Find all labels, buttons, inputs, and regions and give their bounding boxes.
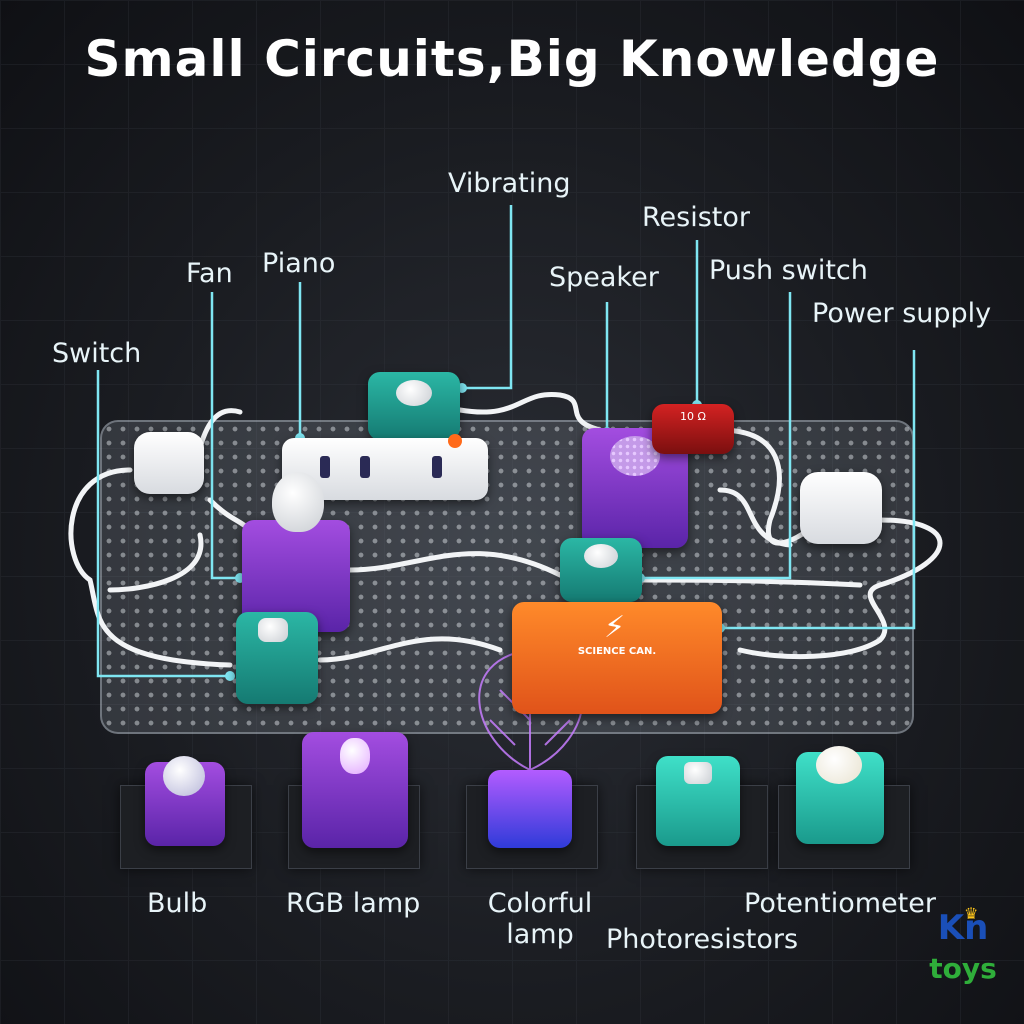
logo-line2: toys — [929, 952, 997, 985]
logo-line1: Kn — [937, 908, 989, 948]
callout-lines — [96, 205, 916, 678]
photoresistor-module — [656, 756, 740, 846]
battery-pack: ⚡ SCIENCE CAN. — [512, 602, 722, 714]
label-piano: Piano — [262, 248, 336, 279]
resistor-module: 10 Ω — [652, 404, 734, 454]
label-fan: Fan — [186, 258, 233, 289]
wire-connector — [800, 472, 882, 544]
white-wires — [68, 391, 943, 668]
potentiometer-module — [796, 746, 884, 844]
motor-cap — [396, 380, 432, 406]
label-resistor: Resistor — [642, 202, 750, 233]
brand-logo: ♛ Kn toys — [918, 904, 1008, 998]
bulb-module — [145, 756, 225, 846]
label-photoresistors: Photoresistors — [606, 924, 799, 955]
lightning-bolt-icon: ⚡ — [604, 610, 626, 645]
colorful-lamp-module — [488, 770, 572, 848]
label-colorful-lamp: Colorful lamp — [478, 888, 602, 950]
crown-icon: ♛ — [964, 904, 979, 923]
speaker-grille — [610, 436, 660, 476]
light-sensor — [684, 762, 712, 784]
label-colorful-lamp-line2: lamp — [506, 919, 574, 951]
label-bulb: Bulb — [147, 888, 208, 919]
piano-key — [432, 456, 442, 478]
wire-connector — [134, 432, 204, 494]
vibration-motor-module — [368, 372, 460, 440]
label-rgb-lamp: RGB lamp — [286, 888, 421, 919]
rgb-led — [340, 738, 370, 774]
label-vibrating: Vibrating — [448, 168, 571, 199]
label-colorful-lamp-line1: Colorful — [487, 888, 593, 919]
push-switch-module — [560, 538, 642, 602]
switch-module — [236, 612, 318, 704]
label-push-switch: Push switch — [709, 255, 868, 286]
label-switch: Switch — [52, 338, 142, 369]
battery-brand: SCIENCE CAN. — [577, 646, 657, 657]
fan-blade — [272, 472, 324, 532]
toggle — [258, 618, 288, 642]
label-potentiometer: Potentiometer — [744, 888, 936, 919]
rgb-lamp-module — [302, 732, 408, 848]
label-power-supply: Power supply — [812, 298, 992, 329]
label-speaker: Speaker — [549, 262, 659, 293]
piano-button — [448, 434, 462, 448]
piano-key — [360, 456, 370, 478]
bulb-globe — [163, 756, 205, 796]
push-button — [584, 544, 618, 568]
piano-key — [320, 456, 330, 478]
fan-module — [242, 472, 350, 632]
potentiometer-knob — [816, 746, 862, 784]
page-title: Small Circuits,Big Knowledge — [84, 30, 940, 88]
resistor-value: 10 Ω — [680, 410, 706, 423]
